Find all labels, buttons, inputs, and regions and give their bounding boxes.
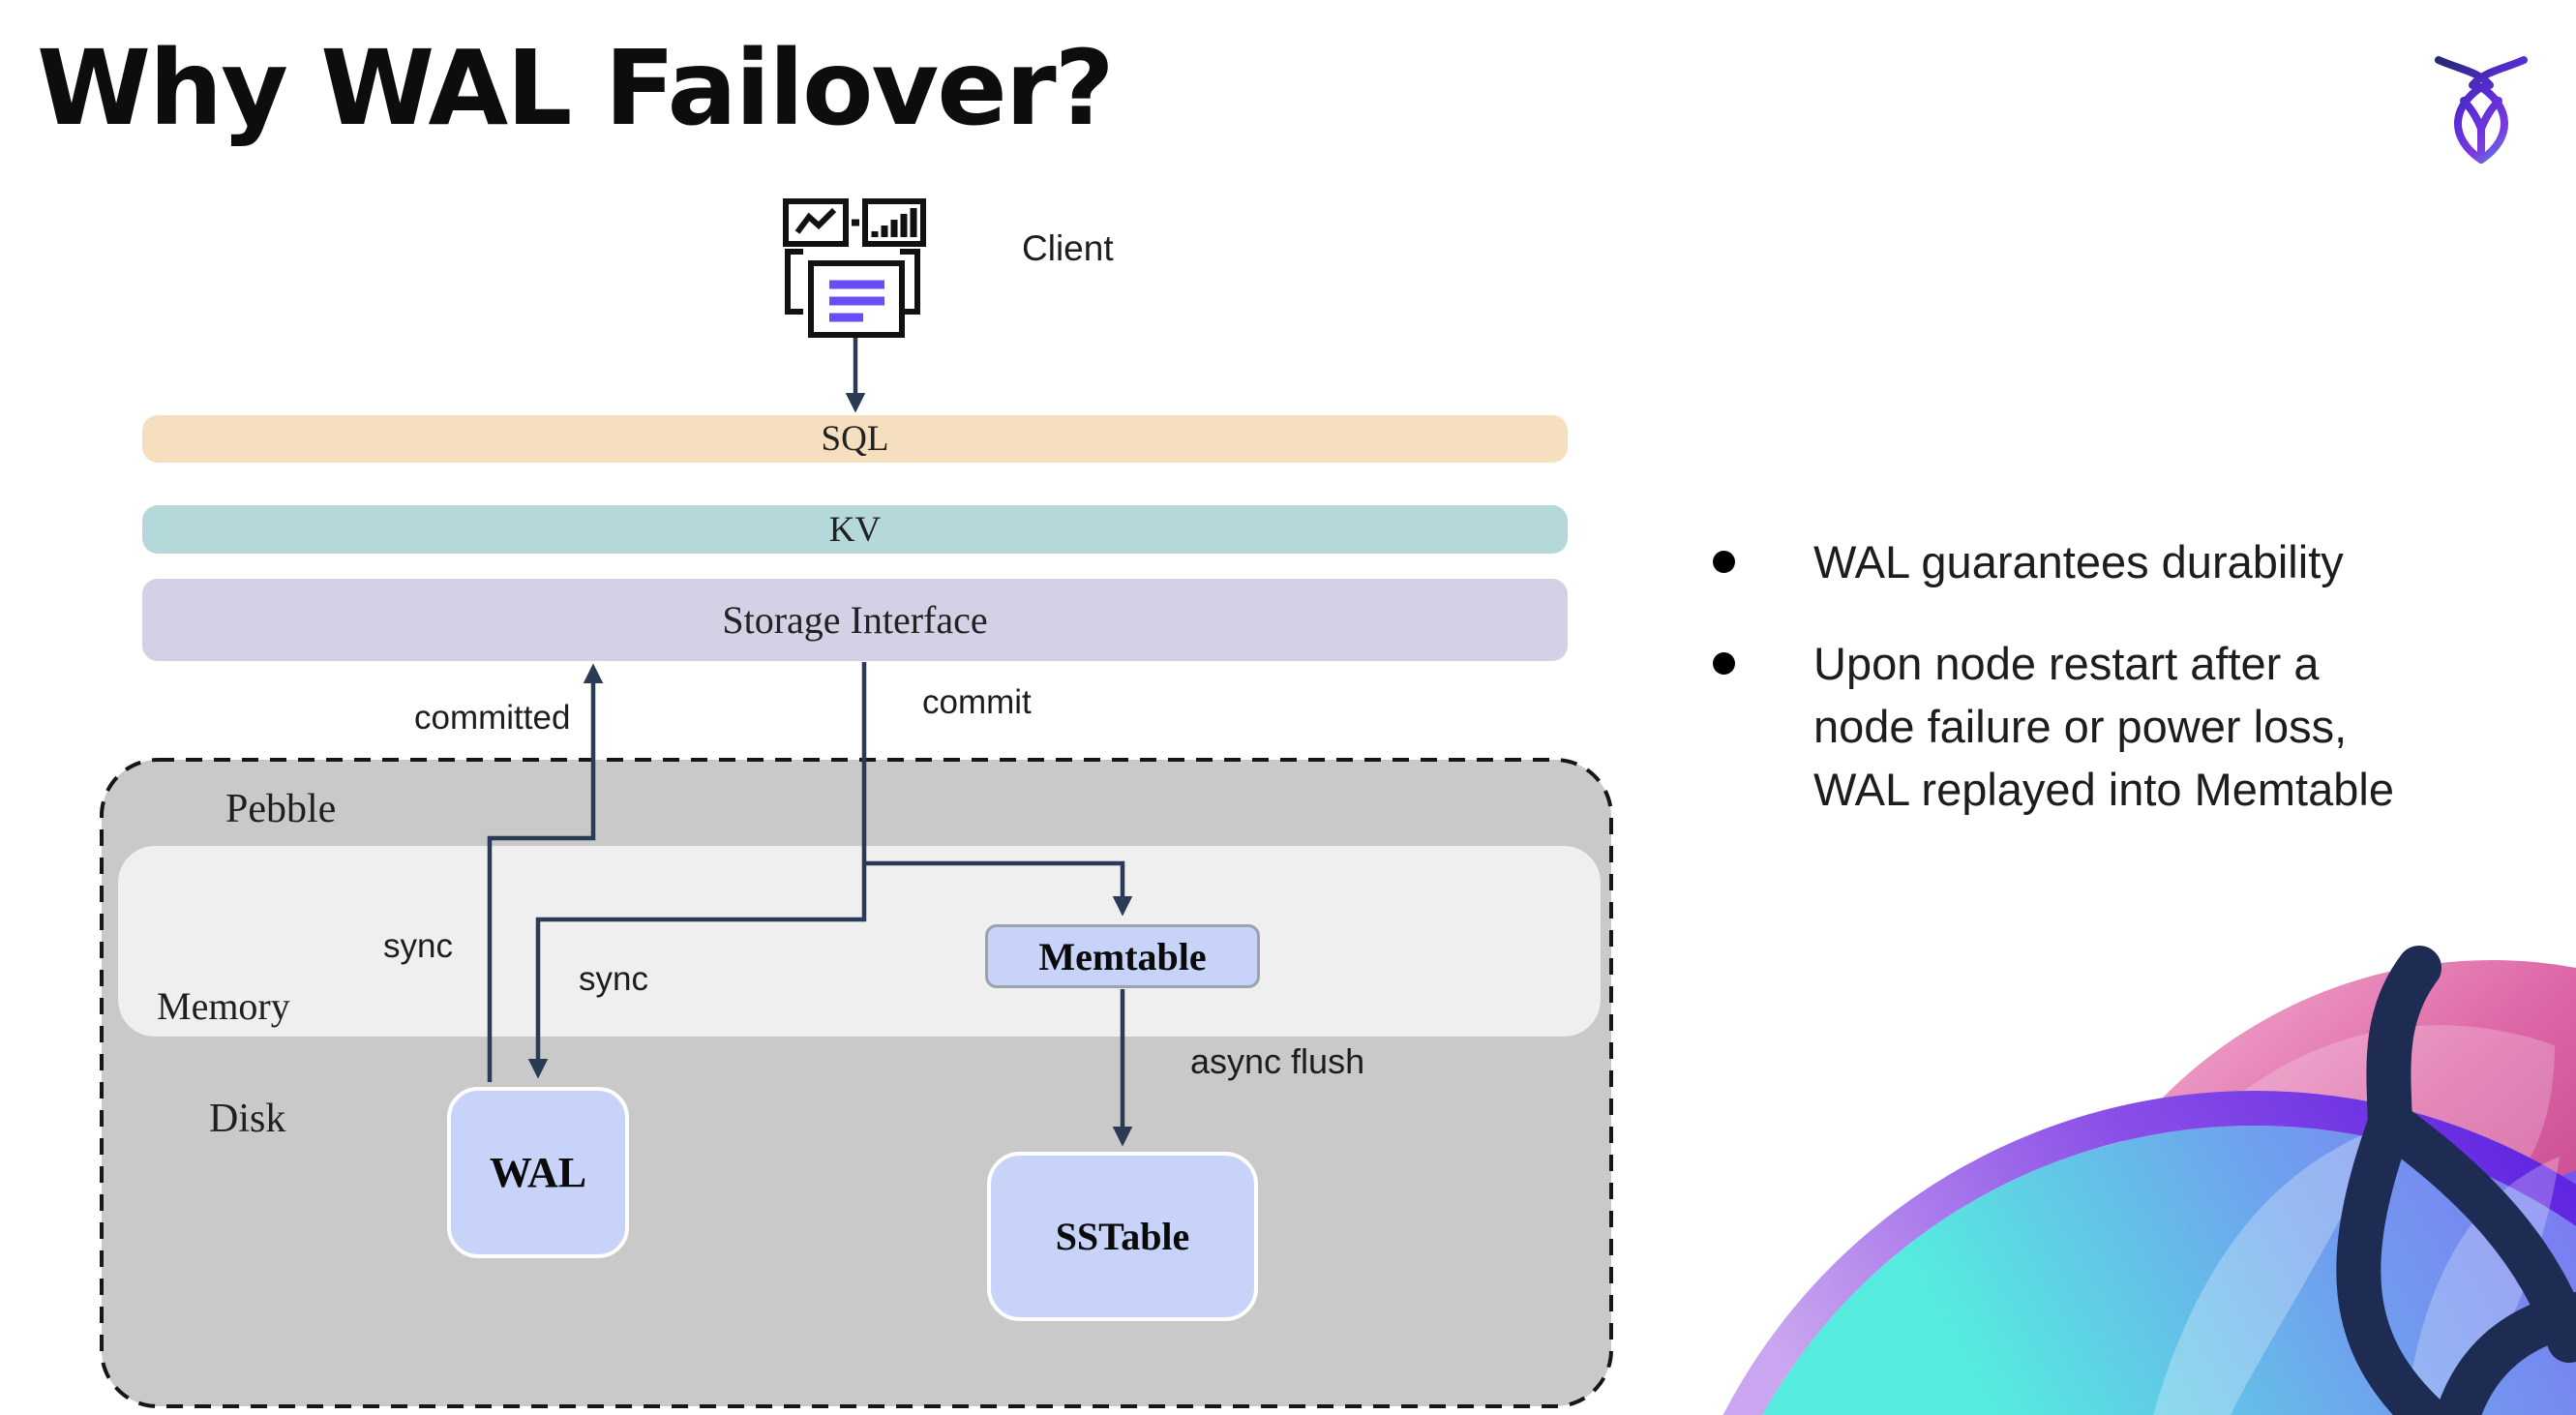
wal-box: WAL	[447, 1087, 629, 1258]
sstable-box: SSTable	[987, 1152, 1258, 1321]
diagram-edges	[487, 337, 1133, 1147]
sync-right-edge-label: sync	[579, 960, 648, 998]
memtable-box: Memtable	[985, 924, 1260, 988]
bracket-right-icon	[900, 249, 920, 315]
edge-commit-to-memtable	[864, 860, 1133, 917]
line-chart-icon	[783, 198, 849, 247]
kv-layer-bar: KV	[142, 505, 1568, 554]
async-flush-edge-label: async flush	[1190, 1041, 1365, 1081]
cockroach-logo-icon	[2435, 56, 2528, 164]
sql-layer-bar: SQL	[142, 415, 1568, 463]
storage-interface-layer-bar: Storage Interface	[142, 579, 1568, 661]
memory-band	[118, 846, 1601, 1037]
disk-label: Disk	[209, 1097, 286, 1141]
commit-edge-label: commit	[922, 683, 1032, 721]
memtable-box-label: Memtable	[1038, 934, 1207, 978]
slide-title: Why WAL Failover?	[37, 29, 1115, 149]
bullet-list: WAL guarantees durability Upon node rest…	[1695, 530, 2528, 859]
bracket-left-icon	[785, 249, 803, 315]
edge-wal-committed-up	[487, 663, 604, 1082]
storage-interface-label: Storage Interface	[722, 598, 988, 642]
memory-label: Memory	[157, 984, 290, 1028]
sync-left-edge-label: sync	[383, 927, 453, 965]
bullet-item-durability: WAL guarantees durability	[1695, 530, 2528, 593]
sql-layer-label: SQL	[821, 419, 889, 459]
pebble-label: Pebble	[225, 787, 337, 831]
wal-box-label: WAL	[489, 1149, 587, 1196]
sstable-box-label: SSTable	[1055, 1215, 1190, 1258]
bullet-item-replay: Upon node restart after a node failure o…	[1695, 632, 2528, 821]
client-icon	[783, 198, 926, 338]
edge-commit-to-wal-sync	[527, 662, 867, 1079]
kv-layer-label: KV	[828, 509, 882, 550]
brand-art	[1722, 946, 2576, 1415]
client-label: Client	[1022, 228, 1114, 268]
committed-edge-label: committed	[414, 699, 571, 737]
